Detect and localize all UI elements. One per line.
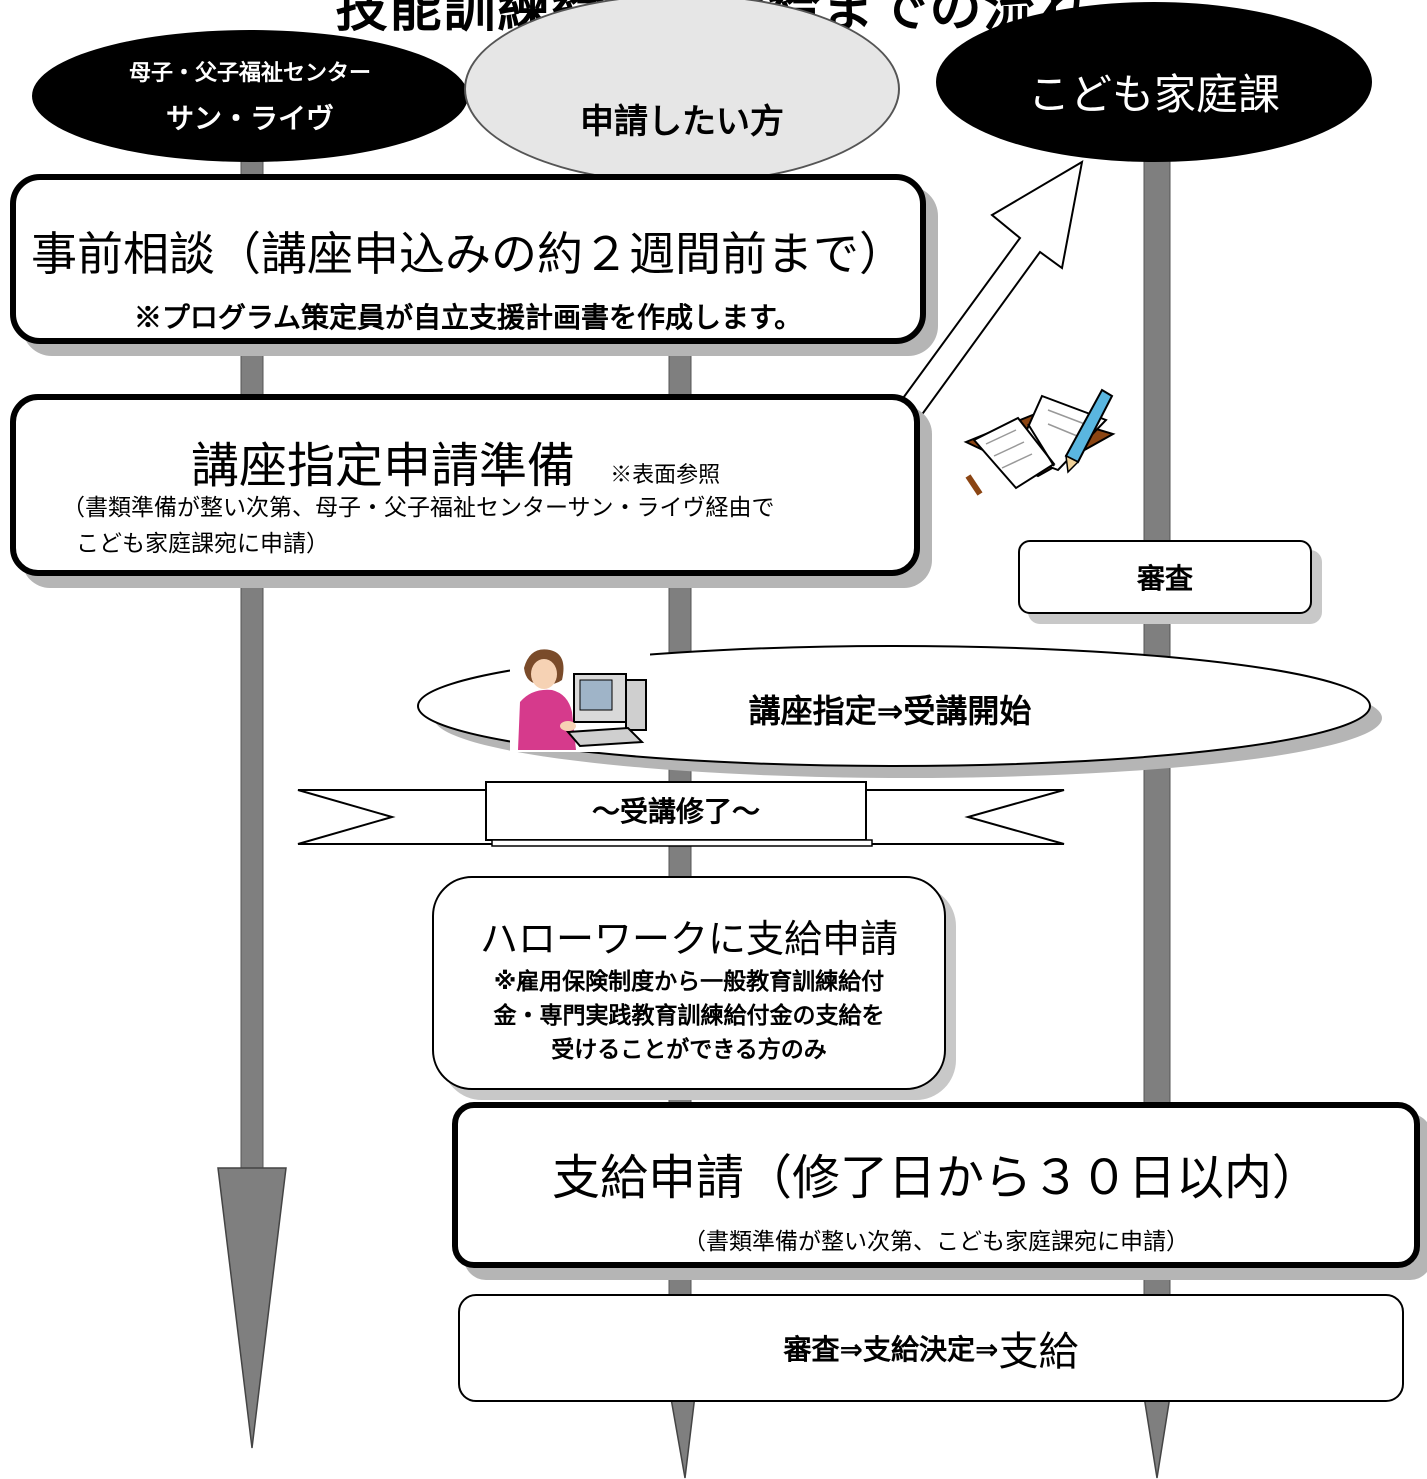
lane-left-line2: サン・ライヴ — [165, 102, 334, 135]
step-prepare-note1: （書類準備が整い次第、母子・父子福祉センターサン・ライヴ経由で — [62, 495, 775, 521]
step-review: 審査 — [1018, 540, 1312, 614]
step-designation-label: 講座指定⇒受講開始 — [748, 692, 1032, 730]
step-final: 審査⇒支給決定⇒ 支給 — [458, 1294, 1404, 1402]
step-application: 支給申請（修了日から３０日以内） （書類準備が整い次第、こども家庭課宛に申請） — [452, 1102, 1420, 1268]
step-hellowork-title: ハローワークに支給申請 — [479, 917, 898, 961]
step-prepare-ref: ※表面参照 — [610, 463, 721, 488]
step-application-note: （書類準備が整い次第、こども家庭課宛に申請） — [683, 1229, 1189, 1255]
step-hellowork-note1: ※雇用保険制度から一般教育訓練給付 — [493, 969, 885, 995]
step-prepare-note2: こども家庭課宛に申請） — [76, 531, 329, 557]
ribbon-banner — [297, 781, 1065, 847]
submit-arrow — [896, 160, 1084, 422]
step-prepare-heading: 講座指定申請準備 ※表面参照 — [191, 426, 720, 496]
lane-right-label: こども家庭課 — [1027, 69, 1280, 119]
lane-left-line1: 母子・父子福祉センター — [128, 61, 371, 86]
step-consult-note: ※プログラム策定員が自立支援計画書を作成します。 — [133, 301, 803, 334]
step-application-title: 支給申請（修了日から３０日以内） — [551, 1150, 1320, 1206]
lane-middle-label: 申請したい方 — [580, 101, 784, 142]
step-consult-title: 事前相談（講座申込みの約２週間前まで） — [31, 227, 905, 281]
step-complete-label: ～受講修了～ — [591, 795, 760, 828]
step-final-big: 支給 — [998, 1329, 1079, 1375]
step-prepare: 講座指定申請準備 ※表面参照 （書類準備が整い次第、母子・父子福祉センターサン・… — [10, 394, 920, 576]
step-hellowork: ハローワークに支給申請 ※雇用保険制度から一般教育訓練給付 金・専門実践教育訓練… — [432, 876, 946, 1090]
step-hellowork-note2: 金・専門実践教育訓練給付金の支給を — [493, 1003, 885, 1029]
step-prepare-title: 講座指定申請準備 — [191, 438, 576, 494]
step-final-small: 審査⇒支給決定⇒ — [783, 1333, 999, 1366]
step-review-label: 審査 — [1136, 562, 1193, 595]
designation-ellipse-shape — [417, 645, 1382, 778]
lane-middle-header: 申請したい方 — [464, 0, 900, 184]
step-consult: 事前相談（講座申込みの約２週間前まで） ※プログラム策定員が自立支援計画書を作成… — [10, 174, 926, 344]
person-computer-icon — [510, 646, 650, 752]
lane-left-header: 母子・父子福祉センター サン・ライヴ — [32, 30, 468, 162]
step-hellowork-note3: 受けることができる方のみ — [551, 1037, 827, 1063]
lane-right-header: こども家庭課 — [936, 2, 1372, 162]
lane-left-arrowhead — [217, 1167, 287, 1449]
notebook-pen-icon — [963, 388, 1116, 496]
